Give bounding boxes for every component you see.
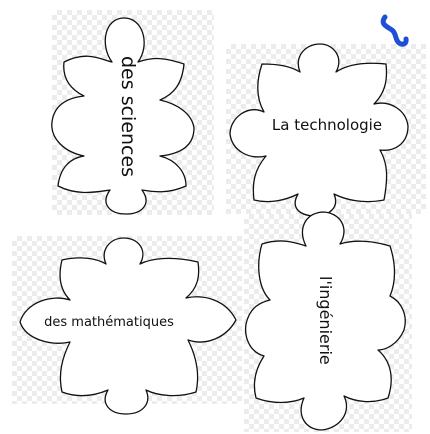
- blue-brush-stroke-icon: [383, 17, 406, 44]
- piece-label-ingenierie: l'ingénierie: [316, 276, 335, 365]
- piece-label-mathematiques: des mathématiques: [44, 315, 174, 330]
- piece-label-sciences: des sciences: [117, 56, 139, 177]
- puzzle-piece-technologie[interactable]: La technologie: [230, 44, 408, 216]
- puzzle-piece-mathematiques[interactable]: des mathématiques: [20, 238, 236, 414]
- puzzle-piece-sciences[interactable]: des sciences: [52, 18, 194, 214]
- piece-label-technologie: La technologie: [272, 116, 382, 134]
- puzzle-piece-ingenierie[interactable]: l'ingénierie: [246, 212, 406, 430]
